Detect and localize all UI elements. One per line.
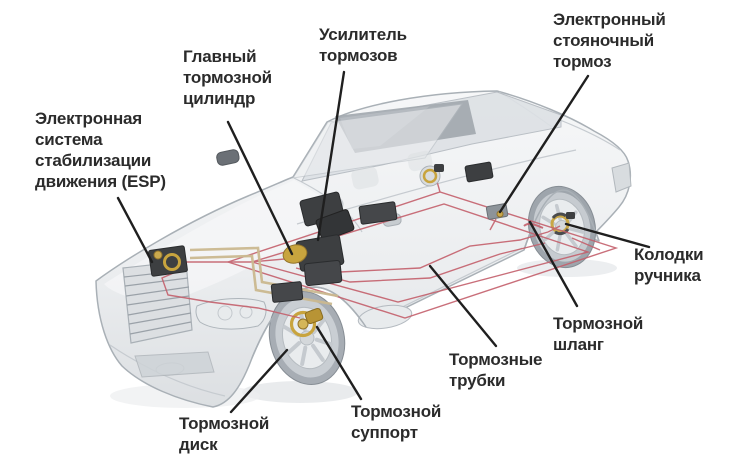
callout-line-brake-booster xyxy=(316,70,346,242)
front-wheel-arch xyxy=(251,286,367,359)
headlight-right xyxy=(357,304,413,330)
taillight xyxy=(611,162,632,193)
rear-left-brake-disc xyxy=(419,164,444,187)
callout-line-master-cylinder xyxy=(226,120,294,256)
bumper-intake xyxy=(134,351,215,378)
abs-module xyxy=(270,281,304,303)
brake-booster-unit xyxy=(295,191,355,287)
callout-line-esp xyxy=(116,196,154,264)
callout-line-brake-disc xyxy=(229,348,289,414)
callout-line-brake-hose xyxy=(528,220,579,308)
callout-line-brake-tubes xyxy=(428,264,498,348)
front-wheel-spokes xyxy=(282,311,334,366)
front-caliper xyxy=(304,307,324,325)
esp-unit xyxy=(148,245,188,277)
callout-line-handbrake-pads xyxy=(564,222,651,249)
callout-line-brake-caliper xyxy=(315,325,363,401)
side-mirror-left xyxy=(216,149,240,166)
rear-brake-assembly xyxy=(550,212,575,236)
front-brake-assembly xyxy=(289,307,324,338)
front-wheel xyxy=(268,291,346,385)
floor-module xyxy=(358,201,398,225)
callout-line-electronic-parking-brake xyxy=(498,74,590,214)
